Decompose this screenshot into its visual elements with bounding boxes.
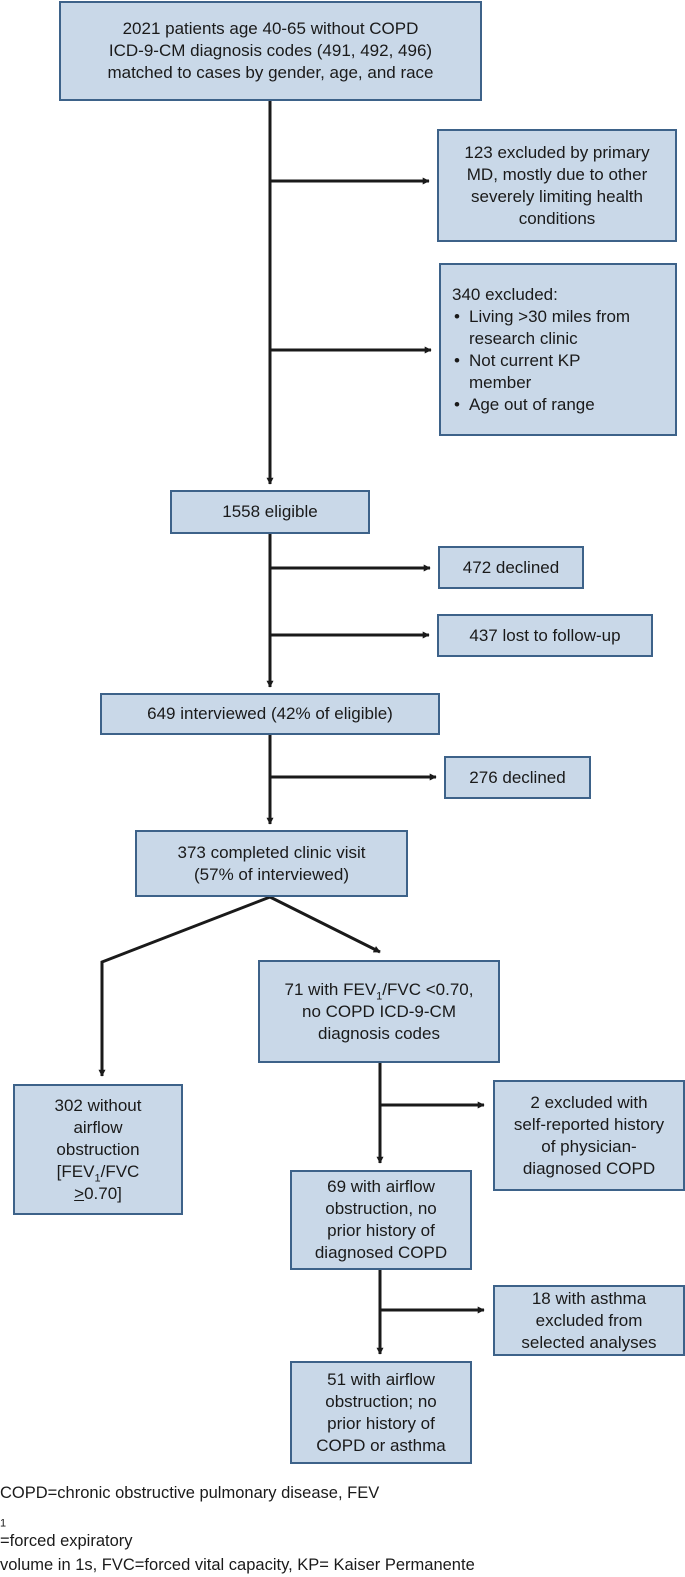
declined-1-label: 472 declined xyxy=(462,557,560,577)
start-line-1: 2021 patients age 40-65 without COPD xyxy=(122,19,419,38)
clinic-line-1: 373 completed clinic visit xyxy=(177,842,366,862)
excluded-other-heading: 340 excluded: xyxy=(452,284,558,304)
excluded-self-line-4: diagnosed COPD xyxy=(522,1158,656,1178)
start-box: 2021 patients age 40-65 without COPD ICD… xyxy=(59,1,482,101)
asthma-line-2: excluded from xyxy=(535,1310,643,1330)
excluded-md-line-1: 123 excluded by primary xyxy=(464,142,650,162)
clinic-line-2: (57% of interviewed) xyxy=(194,864,349,884)
excluded-other-reasons: Living >30 miles from research clinic No… xyxy=(452,306,675,416)
excluded-self-box: 2 excluded with self-reported history of… xyxy=(493,1080,685,1191)
arrow-clinic-to-fev-low xyxy=(269,895,381,954)
final-51-line-4: COPD or asthma xyxy=(316,1435,446,1455)
excluded-md-line-2: MD, mostly due to other xyxy=(466,164,648,184)
no-obstruction-line-2: airflow xyxy=(73,1117,123,1137)
fev-low-line-2: no COPD ICD-9-CM xyxy=(302,1001,456,1021)
asthma-box: 18 with asthma excluded from selected an… xyxy=(493,1285,685,1356)
declined-2-label: 276 declined xyxy=(469,767,566,787)
eligible-label: 1558 eligible xyxy=(222,502,318,521)
obstruction-69-line-3: prior history of xyxy=(327,1221,435,1240)
arrow-clinic-to-no-obstruction xyxy=(98,895,271,1077)
obstruction-69-box: 69 with airflow obstruction, no prior hi… xyxy=(290,1170,472,1270)
fev-low-box: 71 with FEV1/FVC <0.70, no COPD ICD-9-CM… xyxy=(258,960,500,1063)
no-obstruction-box: 302 without airflow obstruction [FEV1/FV… xyxy=(13,1084,183,1215)
final-51-line-1: 51 with airflow xyxy=(327,1369,435,1389)
connector-layer xyxy=(98,101,485,1355)
lost-box: 437 lost to follow-up xyxy=(437,614,653,657)
excluded-md-line-3: severely limiting health xyxy=(471,186,643,206)
eligible-box: 1558 eligible xyxy=(170,490,370,534)
fev-low-line-3: diagnosis codes xyxy=(318,1023,440,1043)
lost-label: 437 lost to follow-up xyxy=(469,625,621,645)
fev-low-line-1: 71 with FEV1/FVC <0.70, xyxy=(284,979,474,1002)
excluded-self-line-3: of physician- xyxy=(541,1136,637,1156)
excluded-other-box: 340 excluded: Living >30 miles from rese… xyxy=(439,263,677,436)
obstruction-69-line-4: diagnosed COPD xyxy=(314,1243,448,1262)
clinic-box: 373 completed clinic visit (57% of inter… xyxy=(135,830,408,897)
interviewed-label: 649 interviewed (42% of eligible) xyxy=(147,704,393,723)
interviewed-box: 649 interviewed (42% of eligible) xyxy=(100,693,440,735)
obstruction-69-line-2: obstruction, no xyxy=(325,1199,437,1218)
final-51-line-2: obstruction; no xyxy=(325,1391,437,1411)
obstruction-69-line-1: 69 with airflow xyxy=(327,1177,435,1196)
excluded-reason-membership: Not current KP member xyxy=(452,350,675,394)
start-line-3: matched to cases by gender, age, and rac… xyxy=(107,63,434,82)
no-obstruction-line-1: 302 without xyxy=(54,1095,142,1115)
excluded-reason-distance: Living >30 miles from research clinic xyxy=(452,306,675,350)
no-obstruction-line-4: [FEV1/FVC xyxy=(56,1161,140,1184)
no-obstruction-line-3: obstruction xyxy=(56,1139,140,1159)
excluded-reason-age: Age out of range xyxy=(452,394,675,416)
declined-1-box: 472 declined xyxy=(438,546,584,589)
asthma-line-3: selected analyses xyxy=(521,1332,657,1352)
footnote-line-1: COPD=chronic obstructive pulmonary disea… xyxy=(0,1484,380,1550)
final-51-line-3: prior history of xyxy=(327,1413,435,1433)
excluded-self-line-2: self-reported history xyxy=(513,1114,665,1134)
declined-2-box: 276 declined xyxy=(444,756,591,799)
start-line-2: ICD-9-CM diagnosis codes (491, 492, 496) xyxy=(108,41,433,60)
asthma-line-1: 18 with asthma xyxy=(531,1288,647,1308)
footnote: COPD=chronic obstructive pulmonary disea… xyxy=(0,1481,685,1577)
excluded-md-line-4: conditions xyxy=(518,208,596,228)
excluded-md-box: 123 excluded by primary MD, mostly due t… xyxy=(437,129,677,242)
footnote-line-2: volume in 1s, FVC=forced vital capacity,… xyxy=(0,1556,475,1574)
final-51-box: 51 with airflow obstruction; no prior hi… xyxy=(290,1361,472,1464)
no-obstruction-line-5: >0.70] xyxy=(74,1183,122,1203)
excluded-self-line-1: 2 excluded with xyxy=(530,1092,648,1112)
